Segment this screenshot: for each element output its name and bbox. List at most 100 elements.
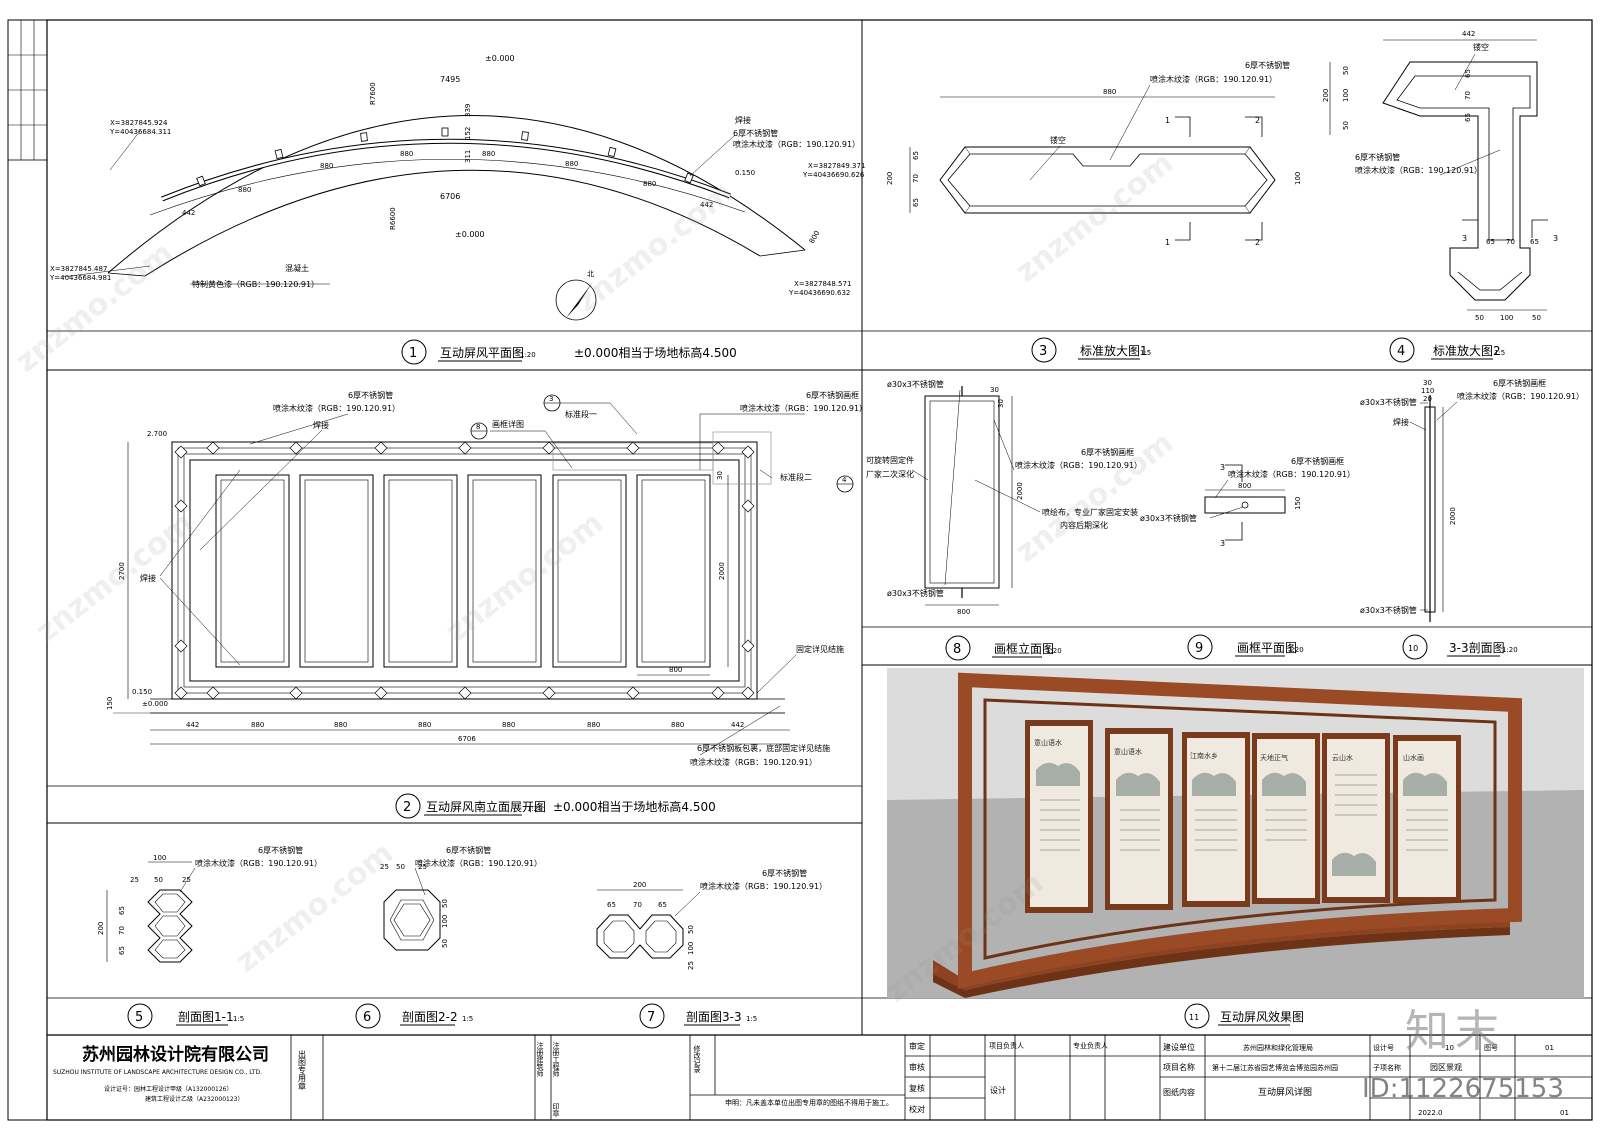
proj-label: 项目名称 bbox=[1163, 1062, 1195, 1072]
f9-frame-pipe: 6厚不锈钢画框 bbox=[1291, 456, 1344, 466]
seal-label: 印章 bbox=[552, 1103, 560, 1117]
d4-b70: 70 bbox=[1506, 238, 1515, 246]
title-7-scale: 1:5 bbox=[746, 1015, 757, 1023]
title-5-name: 剖面图1-1 bbox=[178, 1010, 234, 1024]
plan-r-inner: R6600 bbox=[389, 207, 397, 230]
title-2-scale: 1:20 bbox=[527, 805, 543, 813]
elev-frame-paint: 喷涂木纹漆（RGB：190.120.91） bbox=[740, 403, 867, 413]
f10-paint: 喷涂木纹漆（RGB：190.120.91） bbox=[1457, 391, 1584, 401]
plan-seg-6: 880 bbox=[565, 160, 578, 168]
elev-dim-5: 880 bbox=[502, 721, 515, 729]
d3-hollow: 镂空 bbox=[1050, 135, 1066, 145]
plan-coord-tr-y: Y=40436690.626 bbox=[802, 171, 865, 179]
plan-coord-tl-y: Y=40436684.311 bbox=[109, 128, 171, 136]
plan-paint-note: 喷涂木纹漆（RGB：190.120.91） bbox=[733, 139, 860, 149]
s7-d25: 25 bbox=[687, 961, 695, 970]
s7-paint: 喷涂木纹漆（RGB：190.120.91） bbox=[700, 881, 827, 891]
title-6: 6 剖面图2-2 1:5 bbox=[355, 1003, 473, 1029]
d4-pipe: 6厚不锈钢管 bbox=[1355, 152, 1400, 162]
detail-2-drawing: 442 镂空 50 100 50 200 65 70 65 6厚不锈钢管 喷涂木… bbox=[1322, 30, 1558, 322]
title-3-num: 3 bbox=[1039, 344, 1047, 359]
f8-d30: 30 bbox=[990, 386, 999, 394]
rendering: 意山语水 意山语水 江南水乡 天地正气 云山水 bbox=[887, 668, 1584, 998]
elev-base-note1: 6厚不锈钢板包裹，底部固定详见结施 bbox=[697, 743, 830, 753]
detail-1-drawing: 880 200 65 70 65 100 镂空 6厚不锈钢管 喷涂木纹漆（RGB… bbox=[886, 60, 1302, 247]
f8-print2: 内容后期深化 bbox=[1060, 520, 1108, 530]
plan-coord-tr-x: X=3827849.371 bbox=[808, 162, 865, 170]
title-block: 苏州园林设计院有限公司 SUZHOU INSTITUTE OF LANDSCAP… bbox=[53, 1035, 1592, 1120]
d4-b50: 50 bbox=[1475, 314, 1484, 322]
f9-sec3-bot: 3 bbox=[1220, 539, 1225, 548]
content-value: 互动屏风详图 bbox=[1258, 1086, 1312, 1098]
document-id: ID:1122675153 bbox=[1362, 1074, 1564, 1104]
title-11-name: 互动屏风效果图 bbox=[1220, 1009, 1304, 1024]
s6-d50b: 50 bbox=[441, 939, 449, 948]
plan-dim-152: 152 bbox=[464, 127, 472, 140]
s6-d25: 25 bbox=[380, 863, 389, 871]
f8-rot2: 厂家二次深化 bbox=[866, 469, 914, 479]
frame-ref-callout: 8 画框详图 bbox=[470, 419, 573, 469]
section-1-1: 100 25 50 25 200 65 70 65 6厚不锈钢管 喷涂木纹漆（R… bbox=[97, 845, 322, 963]
elev-total: 6706 bbox=[458, 735, 476, 743]
d4-b65b: 65 bbox=[1530, 238, 1539, 246]
plan-seg-5: 880 bbox=[482, 150, 495, 158]
s7-d200: 200 bbox=[633, 881, 646, 889]
std2-label: 标准段二 bbox=[780, 472, 812, 482]
north-arrow-icon: 北 bbox=[555, 270, 597, 321]
s6-paint: 喷涂木纹漆（RGB：190.120.91） bbox=[415, 858, 542, 868]
elev-h150: 150 bbox=[106, 697, 114, 710]
frame-ref-label: 画框详图 bbox=[492, 419, 524, 429]
company-name-cn: 苏州园林设计院有限公司 bbox=[82, 1044, 269, 1065]
title-2-num: 2 bbox=[403, 800, 411, 815]
f10-h2000: 2000 bbox=[1449, 507, 1457, 525]
plan-dim-339: 339 bbox=[464, 104, 472, 117]
render-panel-6: 山水画 bbox=[1393, 735, 1461, 903]
sheet-border bbox=[7, 19, 1593, 1121]
render-base bbox=[933, 915, 1510, 990]
title-5-scale: 1:5 bbox=[233, 1015, 244, 1023]
s5-d200: 200 bbox=[97, 922, 105, 935]
title-4-num: 4 bbox=[1397, 344, 1405, 359]
title-10: 10 3-3剖面图 1:20 bbox=[1402, 634, 1518, 660]
d3-h200: 200 bbox=[886, 172, 894, 185]
f10-weld: 焊接 bbox=[1393, 417, 1409, 427]
plan-inner-length: 6706 bbox=[440, 192, 460, 201]
render-panels: 意山语水 意山语水 江南水乡 天地正气 云山水 bbox=[1025, 720, 1461, 913]
title-9: 9 画框平面图 1:20 bbox=[1187, 634, 1304, 660]
reg-arch-label: 注册建筑师 bbox=[536, 1041, 544, 1078]
d3-paint: 喷涂木纹漆（RGB：190.120.91） bbox=[1150, 74, 1277, 84]
d4-b65: 65 bbox=[1486, 238, 1495, 246]
plan-r-outer: R7600 bbox=[369, 82, 377, 105]
client-label: 建设单位 bbox=[1163, 1042, 1195, 1052]
f10-pipe-top: ø30x3不锈钢管 bbox=[1360, 397, 1417, 407]
render-panel-6-title: 山水画 bbox=[1403, 753, 1424, 762]
d3-sec1-top: 1 bbox=[1165, 116, 1170, 125]
title-8-scale: 1:20 bbox=[1046, 647, 1062, 655]
std1-num: 3 bbox=[549, 395, 553, 403]
s6-pipe: 6厚不锈钢管 bbox=[446, 845, 491, 855]
d3-h65a: 65 bbox=[912, 151, 920, 160]
s5-d100: 100 bbox=[153, 854, 166, 862]
title-9-num: 9 bbox=[1195, 641, 1203, 656]
title-4-scale: 1:5 bbox=[1494, 349, 1505, 357]
title-1-num: 1 bbox=[409, 346, 417, 361]
title-7: 7 剖面图3-3 1:5 bbox=[639, 1003, 757, 1029]
elev-dim-4: 880 bbox=[418, 721, 431, 729]
render-panel-4-title: 天地正气 bbox=[1260, 753, 1288, 762]
title-7-num: 7 bbox=[647, 1010, 655, 1025]
title-11: 11 互动屏风效果图 bbox=[1184, 1003, 1304, 1029]
s7-d100: 100 bbox=[687, 942, 695, 955]
elev-h30: 30 bbox=[716, 471, 724, 480]
d3-sec2-bot: 2 bbox=[1255, 238, 1260, 247]
s7-pipe: 6厚不锈钢管 bbox=[762, 868, 807, 878]
d3-width: 880 bbox=[1103, 88, 1116, 96]
f8-pipe-bot: ø30x3不锈钢管 bbox=[887, 588, 944, 598]
elev-w800: 800 bbox=[669, 666, 682, 674]
plan-seg-4: 880 bbox=[400, 150, 413, 158]
role-2: 审核 bbox=[909, 1062, 925, 1072]
d3-r100: 100 bbox=[1294, 172, 1302, 185]
s6-d50a: 50 bbox=[441, 899, 449, 908]
f9-d150: 150 bbox=[1294, 497, 1302, 510]
elev-h2700: 2700 bbox=[118, 562, 126, 580]
title-9-scale: 1:20 bbox=[1288, 646, 1304, 654]
